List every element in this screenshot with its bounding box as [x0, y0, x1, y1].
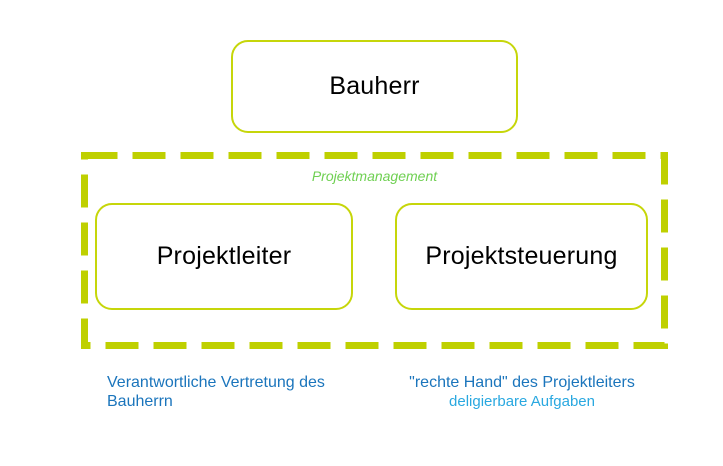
caption-projektsteuerung-line1: "rechte Hand" des Projektleiters [409, 374, 635, 391]
node-projektsteuerung-label: Projektsteuerung [425, 242, 618, 270]
node-projektleiter: Projektleiter [95, 203, 353, 310]
caption-projektsteuerung: "rechte Hand" des Projektleiters deligie… [404, 373, 640, 411]
projektmanagement-group-border [81, 152, 668, 349]
node-projektsteuerung: Projektsteuerung [395, 203, 648, 310]
projektmanagement-group-label: Projektmanagement [311, 168, 438, 184]
caption-projektleiter-line2: Bauherrn [107, 393, 173, 410]
node-projektleiter-label: Projektleiter [156, 242, 292, 270]
node-bauherr-label: Bauherr [329, 72, 420, 100]
caption-projektsteuerung-line2: deligierbare Aufgaben [449, 393, 595, 410]
caption-projektleiter: Verantwortliche Vertretung des Bauherrn [107, 373, 387, 411]
node-bauherr: Bauherr [231, 40, 518, 133]
caption-projektleiter-line1: Verantwortliche Vertretung des [107, 374, 325, 391]
